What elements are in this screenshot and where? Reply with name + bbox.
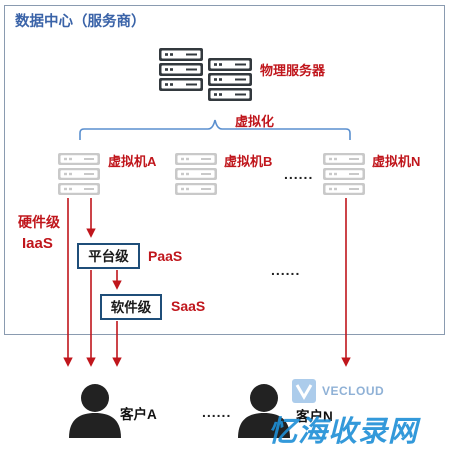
service-arrows [63, 198, 351, 367]
watermark-text: 忆海收录网 [268, 416, 419, 448]
saas-label: SaaS [171, 298, 206, 314]
datacenter-title: 数据中心（服务商） [15, 14, 146, 30]
customer-a-label: 客户A [120, 407, 157, 422]
customer-n-label: 客户N [296, 409, 333, 424]
watermark-logo-icon [292, 379, 316, 403]
vm-a-server-icon [58, 153, 100, 195]
iaas-level-label: 硬件级 [18, 214, 60, 230]
vm-n-label: 虚拟机N [372, 154, 421, 169]
vm-b-server-icon [175, 153, 217, 195]
saas-box: 软件级 [100, 294, 162, 320]
paas-label: PaaS [148, 248, 183, 264]
customer-ellipsis: ...... [202, 404, 232, 420]
vm-ellipsis: ...... [284, 166, 314, 182]
vm-b-label: 虚拟机B [224, 154, 273, 169]
physical-server-icon [159, 48, 252, 101]
vm-a-label: 虚拟机A [108, 154, 157, 169]
paas-box: 平台级 [77, 243, 140, 269]
virtualization-brace [79, 119, 351, 140]
vm-n-server-icon [323, 153, 365, 195]
customer-a-icon [69, 384, 121, 438]
iaas-label: IaaS [22, 235, 53, 252]
middle-ellipsis: ...... [271, 262, 301, 278]
watermark-logo-text: VECLOUD [322, 384, 385, 398]
physical-server-label: 物理服务器 [260, 63, 326, 78]
virtualization-label: 虚拟化 [235, 114, 275, 129]
